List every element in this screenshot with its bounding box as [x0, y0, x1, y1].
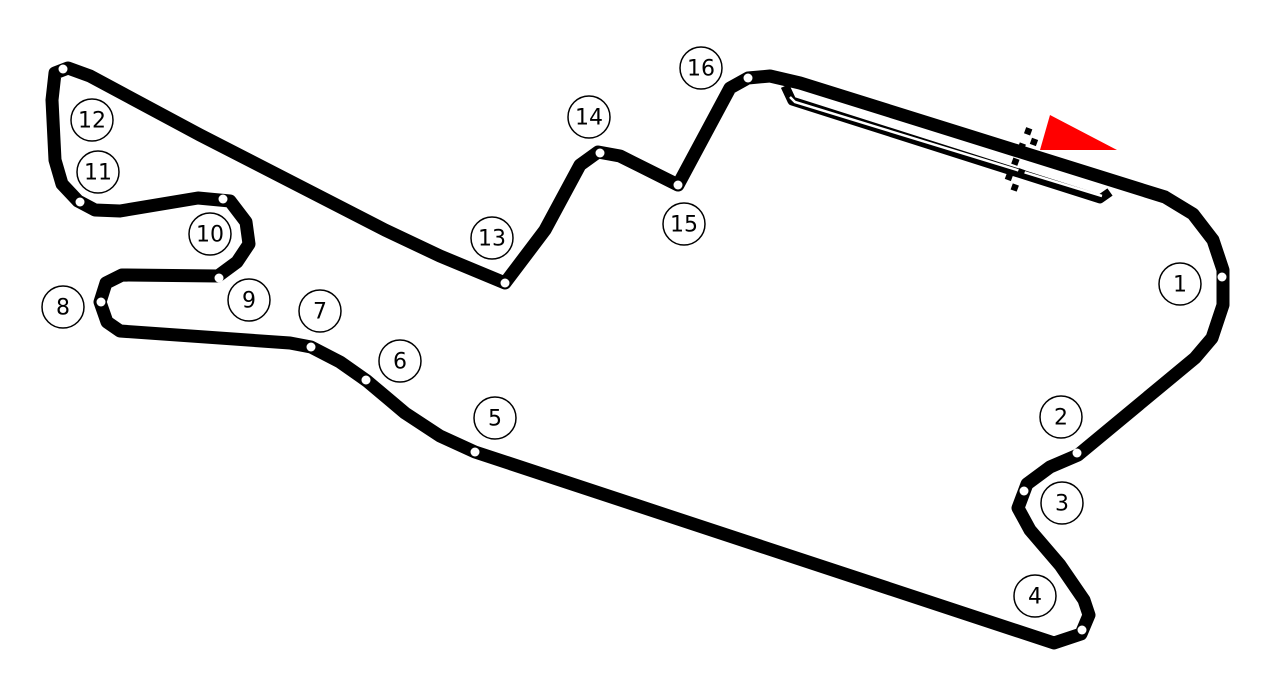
corner-apex-dot — [218, 194, 228, 204]
corner-number: 16 — [687, 57, 715, 82]
corner-apex-dot — [470, 447, 480, 457]
corner-label-8: 8 — [41, 285, 85, 329]
corner-apex-dot — [58, 64, 68, 74]
checker-square — [1011, 157, 1020, 166]
corner-number: 4 — [1028, 585, 1042, 610]
corner-apex-dot — [743, 73, 753, 83]
corner-label-16: 16 — [679, 46, 723, 90]
corner-label-circle — [662, 202, 706, 246]
corner-apex-dot — [1019, 486, 1029, 496]
corner-label-circle — [188, 212, 232, 256]
checker-square — [1029, 137, 1039, 147]
corner-number: 11 — [84, 161, 112, 186]
checker-square — [1023, 152, 1032, 162]
corner-number: 9 — [242, 289, 256, 314]
corner-apex-dot — [673, 180, 683, 190]
corner-label-circle — [1158, 262, 1202, 306]
corner-apex-dot — [1217, 272, 1227, 282]
corner-label-circle — [76, 150, 120, 194]
checkered-flag-icon — [1004, 127, 1039, 192]
corner-apex-dot — [595, 148, 605, 158]
corner-label-circle — [470, 216, 514, 260]
corner-apex-dot — [500, 278, 510, 288]
corner-label-circle — [1039, 395, 1083, 439]
track-path — [45, 61, 1230, 650]
corner-label-circle — [227, 278, 271, 322]
corner-label-1: 1 — [1158, 262, 1202, 306]
corner-apex-dot — [96, 297, 106, 307]
corner-label-2: 2 — [1039, 395, 1083, 439]
corner-label-5: 5 — [473, 396, 517, 440]
corner-apex-dot — [75, 197, 85, 207]
corner-label-circle — [378, 339, 422, 383]
corner-number: 12 — [78, 109, 106, 134]
corner-number: 14 — [575, 106, 603, 131]
corner-number: 3 — [1055, 492, 1069, 517]
corner-label-3: 3 — [1040, 481, 1084, 525]
corner-number: 15 — [670, 213, 698, 238]
direction-flag-icon — [1040, 115, 1117, 150]
corner-label-circle — [473, 396, 517, 440]
corner-number: 10 — [196, 223, 224, 248]
corner-number: 5 — [488, 407, 502, 432]
corner-label-10: 10 — [188, 212, 232, 256]
corner-number: 13 — [478, 227, 506, 252]
corner-number: 2 — [1054, 406, 1068, 431]
corner-label-circle — [1013, 574, 1057, 618]
corner-label-11: 11 — [76, 150, 120, 194]
checker-square — [1017, 142, 1026, 151]
corner-number: 8 — [56, 296, 70, 321]
pit-lane-outline — [780, 84, 1113, 204]
corner-label-13: 13 — [470, 216, 514, 260]
corner-label-circle — [41, 285, 85, 329]
corner-label-6: 6 — [378, 339, 422, 383]
corner-apex-dot — [1072, 448, 1082, 458]
checker-square — [1023, 127, 1033, 136]
corner-label-14: 14 — [567, 95, 611, 139]
corner-label-circle — [1040, 481, 1084, 525]
corner-label-circle — [679, 46, 723, 90]
corner-label-12: 12 — [70, 98, 114, 142]
corner-number: 6 — [393, 350, 407, 375]
corner-label-4: 4 — [1013, 574, 1057, 618]
corner-apex-dot — [214, 273, 224, 283]
checker-square — [1016, 168, 1026, 177]
corner-label-7: 7 — [298, 289, 342, 333]
corner-apex-dot — [1077, 625, 1087, 635]
corner-label-15: 15 — [662, 202, 706, 246]
corner-apex-dot — [361, 375, 371, 385]
pit-lane-inner — [789, 96, 1103, 198]
corner-number: 1 — [1173, 273, 1187, 298]
corner-label-circle — [298, 289, 342, 333]
corner-label-circle — [567, 95, 611, 139]
corner-label-circle — [70, 98, 114, 142]
checker-square — [1010, 183, 1019, 192]
corner-label-9: 9 — [227, 278, 271, 322]
corner-apex-dot — [306, 342, 316, 352]
checker-square — [1004, 172, 1014, 182]
corner-number: 7 — [313, 300, 327, 325]
